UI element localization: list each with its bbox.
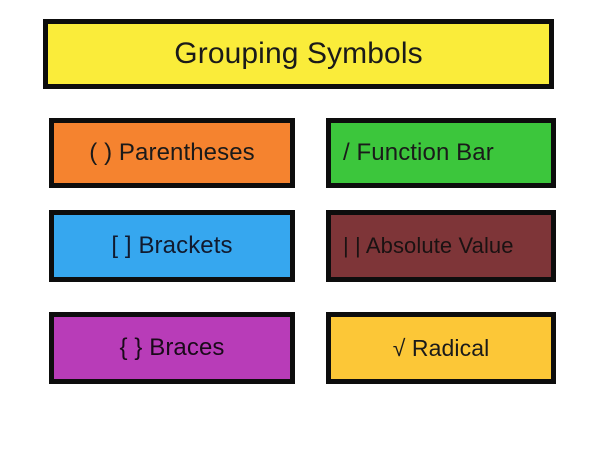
symbol-card-radical[interactable]: √ Radical [326, 312, 556, 384]
page-title: Grouping Symbols [174, 37, 423, 70]
symbol-card-absolute-value[interactable]: | | Absolute Value [326, 210, 556, 282]
symbol-card-braces[interactable]: { } Braces [49, 312, 295, 384]
symbol-card-label-brackets: [ ] Brackets [111, 232, 233, 259]
symbol-card-label-braces: { } Braces [119, 334, 225, 361]
symbol-card-label-absolute-value: | | Absolute Value [343, 233, 514, 258]
symbol-card-label-function-bar: / Function Bar [343, 139, 494, 166]
symbol-card-label-parentheses: ( ) Parentheses [89, 139, 255, 166]
symbol-card-function-bar[interactable]: / Function Bar [326, 118, 556, 188]
title-banner: Grouping Symbols [43, 19, 554, 89]
symbol-card-parentheses[interactable]: ( ) Parentheses [49, 118, 295, 188]
symbol-card-label-radical: √ Radical [392, 334, 490, 361]
symbol-card-brackets[interactable]: [ ] Brackets [49, 210, 295, 282]
